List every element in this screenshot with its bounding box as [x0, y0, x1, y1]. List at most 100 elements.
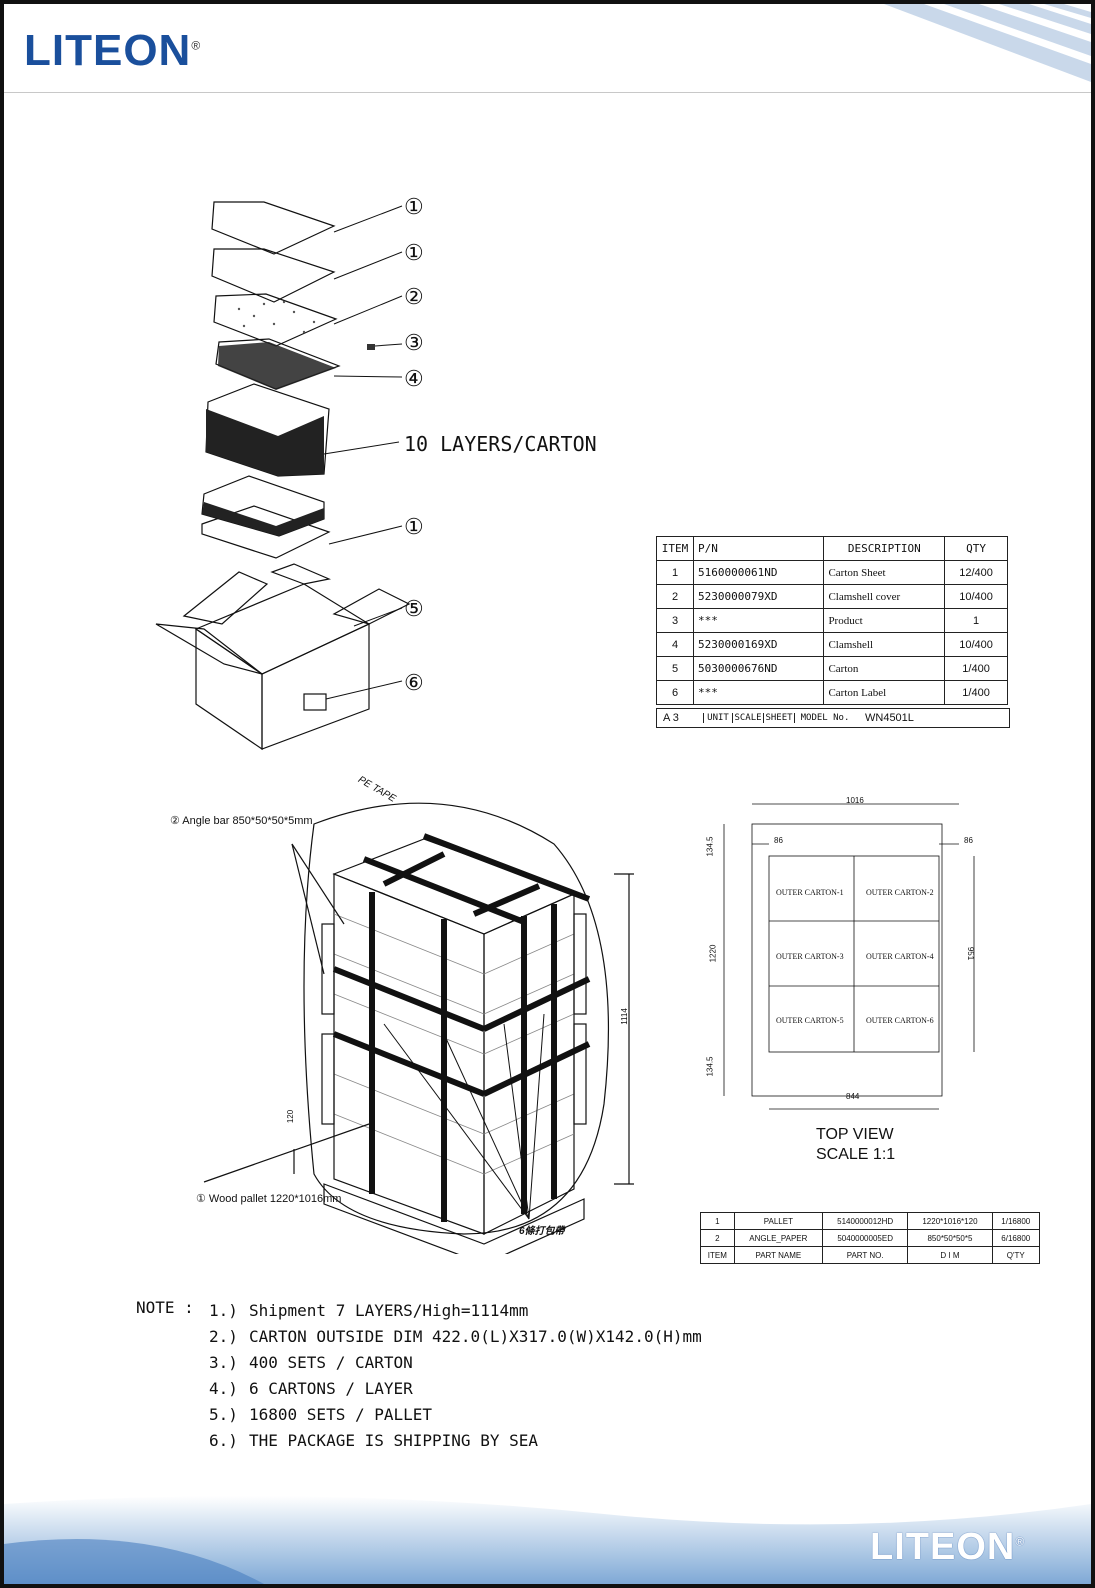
- note-text: 6 CARTONS / LAYER: [249, 1379, 413, 1398]
- bom-item: 1: [656, 560, 694, 585]
- note-text: 16800 SETS / PALLET: [249, 1405, 433, 1424]
- bom-pn: 5230000169XD: [692, 632, 825, 657]
- bom-footer-scale: SCALE: [732, 713, 763, 723]
- bom-item: 3: [656, 608, 694, 633]
- bom-desc: Carton Sheet: [823, 560, 946, 585]
- brand-reg-footer: ®: [1015, 1534, 1026, 1549]
- top-view-inner-width: 844: [846, 1092, 860, 1101]
- bom-footer-size: A 3: [663, 712, 679, 724]
- pallet-header-name: PART NAME: [733, 1246, 823, 1264]
- note-item: 6.) THE PACKAGE IS SHIPPING BY SEA: [209, 1428, 702, 1454]
- top-view-inset-right: 86: [964, 836, 973, 845]
- bom-item: 4: [656, 632, 694, 657]
- bom-desc: Clamshell: [823, 632, 946, 657]
- top-view-width: 1016: [846, 796, 864, 805]
- note-text: CARTON OUTSIDE DIM 422.0(L)X317.0(W)X142…: [249, 1327, 702, 1346]
- base-dim-label: 120: [286, 1109, 296, 1124]
- bom-desc: Carton: [823, 656, 946, 681]
- pallet-pn: 5040000005ED: [821, 1229, 909, 1247]
- bom-footer: A 3 UNIT SCALE SHEET MODEL No. WN4501L: [656, 708, 1010, 728]
- table-row: 3 *** Product 1: [656, 608, 1008, 633]
- table-row: 2 ANGLE_PAPER 5040000005ED 850*50*50*5 6…: [700, 1229, 1041, 1247]
- brand-name-footer: LITEON: [870, 1526, 1016, 1568]
- table-row: 6 *** Carton Label 1/400: [656, 680, 1008, 705]
- note-item: 2.) CARTON OUTSIDE DIM 422.0(L)X317.0(W)X…: [209, 1324, 702, 1350]
- bom-pn: ***: [692, 680, 825, 705]
- bom-header-pn: P/N: [692, 536, 825, 561]
- top-view-scale: SCALE 1:1: [816, 1146, 896, 1163]
- bom-footer-unit: UNIT: [703, 713, 732, 723]
- brand-logo-footer: LITEON®: [870, 1526, 1025, 1569]
- note-num: 6.): [209, 1431, 238, 1450]
- pallet-header-dim: D I M: [907, 1246, 993, 1264]
- bom-item: 2: [656, 584, 694, 609]
- bom-table: ITEM P/N DESCRIPTION QTY 1 5160000061ND …: [656, 536, 1008, 705]
- bom-pn: 5030000676ND: [692, 656, 825, 681]
- footer-wave: [4, 1496, 1091, 1584]
- pallet-header-qty: Q'TY: [991, 1246, 1041, 1264]
- bom-qty: 10/400: [944, 584, 1008, 609]
- bom-pn: 5230000079XD: [692, 584, 825, 609]
- callout-1c: ①: [404, 514, 424, 539]
- note-text: 400 SETS / CARTON: [249, 1353, 413, 1372]
- pallet-pn: 5140000012HD: [821, 1212, 909, 1230]
- bom-pn: 5160000061ND: [692, 560, 825, 585]
- top-view-diagram: [723, 803, 975, 1110]
- pallet-diagram: [203, 802, 634, 1254]
- bom-item: 6: [656, 680, 694, 705]
- outer-carton-6: OUTER CARTON-6: [866, 1016, 934, 1025]
- note-num: 4.): [209, 1379, 238, 1398]
- callout-4: ④: [404, 366, 424, 391]
- outer-carton-2: OUTER CARTON-2: [866, 888, 934, 897]
- note-item: 4.) 6 CARTONS / LAYER: [209, 1376, 702, 1402]
- notes-list: 1.) Shipment 7 LAYERS/High=1114mm 2.) CART…: [209, 1298, 702, 1454]
- bom-footer-model: WN4501L: [865, 712, 914, 724]
- bom-desc: Clamshell cover: [823, 584, 946, 609]
- pallet-item: 1: [700, 1212, 735, 1230]
- top-view-inner-depth: 951: [966, 946, 976, 961]
- bom-qty: 1/400: [944, 680, 1008, 705]
- note-label: NOTE :: [136, 1298, 194, 1317]
- note-num: 1.): [209, 1301, 238, 1320]
- brand-reg: ®: [191, 38, 202, 53]
- top-view-bottom-margin: 134.5: [705, 1056, 715, 1077]
- header-divider: [4, 92, 1091, 93]
- callout-2: ②: [404, 284, 424, 309]
- table-row: 1 PALLET 5140000012HD 1220*1016*120 1/16…: [700, 1212, 1041, 1230]
- bom-pn: ***: [692, 608, 825, 633]
- bom-header-item: ITEM: [656, 536, 694, 561]
- pallet-header-item: ITEM: [700, 1246, 735, 1264]
- pallet-name: PALLET: [733, 1212, 823, 1230]
- note-item: 5.) 16800 SETS / PALLET: [209, 1402, 702, 1428]
- callout-6: ⑥: [404, 670, 424, 695]
- bom-desc: Product: [823, 608, 946, 633]
- strap-label: 6條打包帶: [519, 1226, 565, 1237]
- pallet-header-pn: PART NO.: [821, 1246, 909, 1264]
- pallet-item: 2: [700, 1229, 735, 1247]
- note-text: THE PACKAGE IS SHIPPING BY SEA: [249, 1431, 538, 1450]
- bom-qty: 1: [944, 608, 1008, 633]
- note-num: 5.): [209, 1405, 238, 1424]
- bom-footer-sheet: SHEET: [763, 713, 794, 723]
- note-text: Shipment 7 LAYERS/High=1114mm: [249, 1301, 529, 1320]
- outer-carton-5: OUTER CARTON-5: [776, 1016, 844, 1025]
- bom-desc: Carton Label: [823, 680, 946, 705]
- brand-logo-header: LITEON®: [24, 26, 201, 76]
- bom-item: 5: [656, 656, 694, 681]
- top-view-depth: 1220: [708, 944, 718, 963]
- bom-header-row: ITEM P/N DESCRIPTION QTY: [656, 536, 1008, 561]
- top-view-top-margin: 134.5: [705, 836, 715, 857]
- bom-header-qty: QTY: [944, 536, 1008, 561]
- outer-carton-4: OUTER CARTON-4: [866, 952, 934, 961]
- exploded-packing-diagram: [155, 201, 411, 751]
- callout-1a: ①: [404, 194, 424, 219]
- callout-3: ③: [404, 330, 424, 355]
- pallet-qty: 1/16800: [991, 1212, 1041, 1230]
- callout-5: ⑤: [404, 596, 424, 621]
- table-row: 4 5230000169XD Clamshell 10/400: [656, 632, 1008, 657]
- note-num: 2.): [209, 1327, 238, 1346]
- outer-carton-3: OUTER CARTON-3: [776, 952, 844, 961]
- pallet-qty: 6/16800: [991, 1229, 1041, 1247]
- pallet-name: ANGLE_PAPER: [733, 1229, 823, 1247]
